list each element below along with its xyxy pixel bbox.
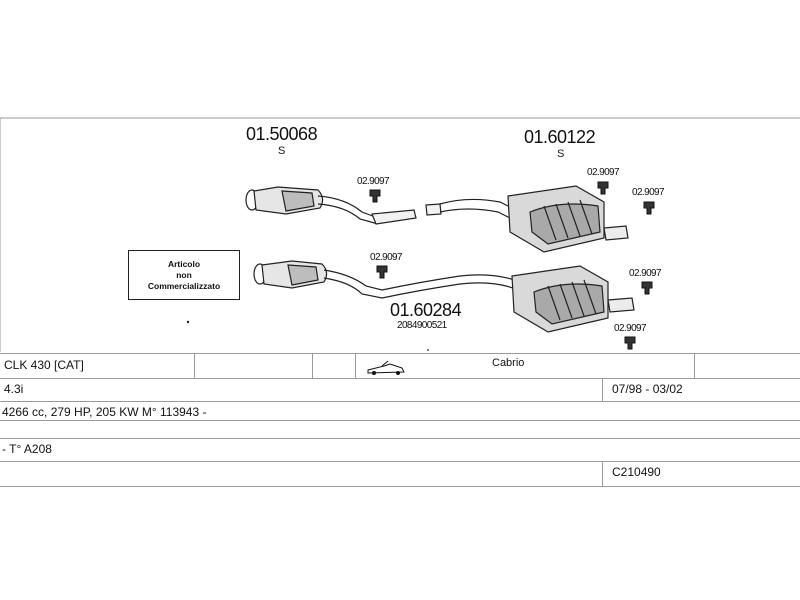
note-line: non — [176, 269, 192, 280]
note-line: Commercializzato — [147, 280, 221, 291]
part-sub-rear-silencer-2: 2084900521 — [397, 320, 447, 331]
rear-silencer-lower — [323, 265, 635, 333]
rear-silencer-upper — [425, 185, 629, 253]
hanger-label: 02.9097 — [629, 268, 662, 279]
hanger-label: 02.9097 — [357, 176, 390, 187]
part-number-rear-silencer-2: 01.60284 — [390, 300, 462, 320]
part-number-catalyst: 01.50068 — [246, 124, 318, 144]
part-sub-catalyst: S — [278, 145, 286, 157]
hanger-label: 02.9097 — [587, 167, 620, 178]
production-years: 07/98 - 03/02 — [612, 382, 683, 396]
vehicle-model: CLK 430 [CAT] — [4, 358, 84, 372]
catalytic-converter-upper — [245, 186, 417, 225]
part-sub-rear-silencer: S — [557, 148, 565, 160]
hanger-label: 02.9097 — [632, 187, 665, 198]
not-sold-note: Articolo non Commercializzato — [128, 250, 240, 300]
vehicle-type-code: - T° A208 — [2, 442, 52, 456]
engine-size: 4.3i — [4, 382, 24, 396]
catalytic-converter-lower — [253, 260, 328, 289]
hanger-label: 02.9097 — [614, 323, 647, 334]
rubber-hanger-icons — [369, 181, 655, 350]
hanger-label: 02.9097 — [370, 252, 403, 263]
engine-specs: 4266 cc, 279 HP, 205 KW M° 113943 - — [2, 405, 207, 419]
part-number-rear-silencer: 01.60122 — [524, 127, 596, 147]
note-line: Articolo — [167, 258, 201, 269]
catalogue-code: C210490 — [612, 465, 661, 479]
body-type: Cabrio — [492, 357, 525, 369]
